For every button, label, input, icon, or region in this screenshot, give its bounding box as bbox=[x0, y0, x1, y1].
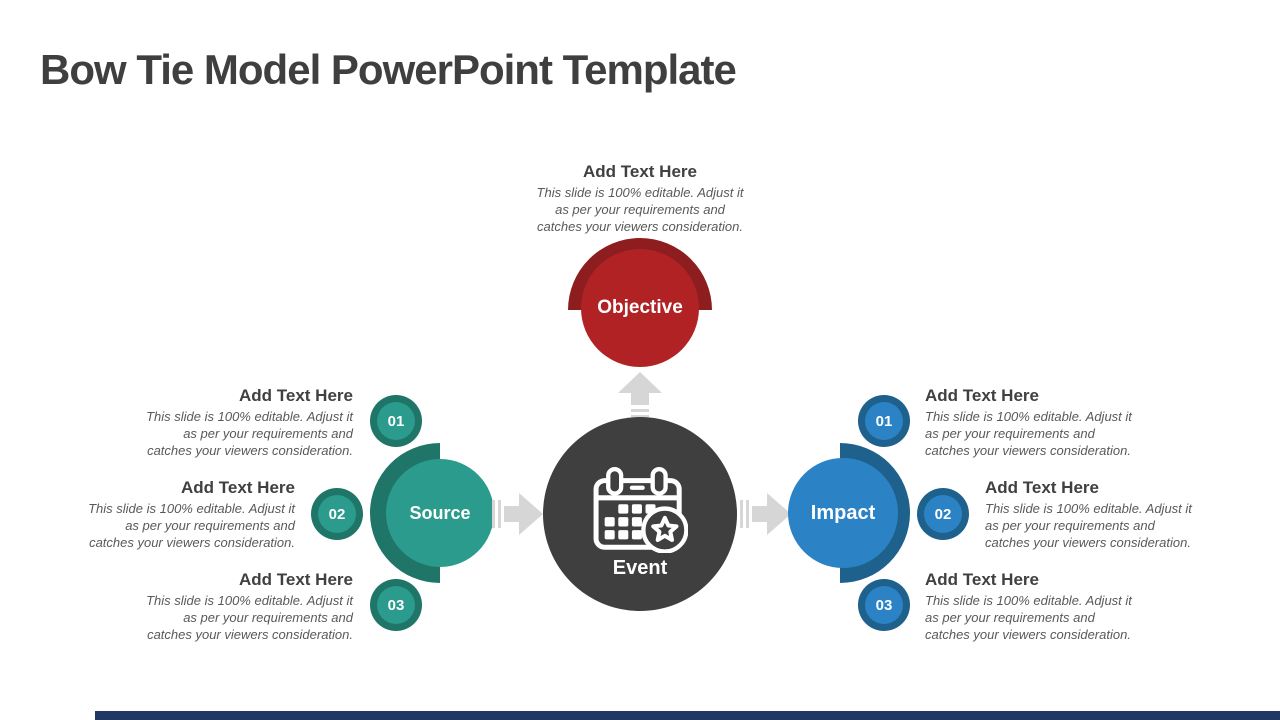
placeholder-heading: Add Text Here bbox=[583, 162, 697, 181]
placeholder-line: This slide is 100% editable. Adjust it bbox=[536, 185, 744, 200]
text-block-right-2[interactable]: Add Text Here This slide is 100% editabl… bbox=[985, 478, 1225, 551]
badge-right-03[interactable]: 03 bbox=[858, 579, 910, 631]
placeholder-line: catches your viewers consideration. bbox=[89, 535, 295, 550]
placeholder-line: catches your viewers consideration. bbox=[925, 627, 1131, 642]
placeholder-line: catches your viewers consideration. bbox=[985, 535, 1191, 550]
arrow-right-icon bbox=[740, 493, 791, 535]
placeholder-line: as per your requirements and bbox=[985, 518, 1155, 533]
badge-number: 02 bbox=[318, 495, 356, 533]
placeholder-heading: Add Text Here bbox=[925, 386, 1039, 405]
badge-number: 03 bbox=[865, 586, 903, 624]
objective-node[interactable]: Objective bbox=[581, 249, 699, 367]
placeholder-line: as per your requirements and bbox=[925, 610, 1095, 625]
badge-number: 01 bbox=[865, 402, 903, 440]
placeholder-line: catches your viewers consideration. bbox=[147, 443, 353, 458]
arrow-up-icon bbox=[618, 372, 662, 418]
placeholder-line: as per your requirements and bbox=[555, 202, 725, 217]
placeholder-line: catches your viewers consideration. bbox=[925, 443, 1131, 458]
event-label: Event bbox=[612, 556, 668, 579]
badge-number: 01 bbox=[377, 402, 415, 440]
impact-node[interactable]: Impact bbox=[788, 458, 898, 568]
event-node[interactable]: Event bbox=[543, 417, 737, 611]
placeholder-line: catches your viewers consideration. bbox=[537, 219, 743, 234]
placeholder-line: as per your requirements and bbox=[183, 426, 353, 441]
source-node[interactable]: Source bbox=[386, 459, 494, 567]
placeholder-line: This slide is 100% editable. Adjust it bbox=[925, 593, 1132, 608]
placeholder-line: as per your requirements and bbox=[925, 426, 1095, 441]
placeholder-line: catches your viewers consideration. bbox=[147, 627, 353, 642]
badge-right-01[interactable]: 01 bbox=[858, 395, 910, 447]
text-block-right-1[interactable]: Add Text Here This slide is 100% editabl… bbox=[925, 386, 1165, 459]
placeholder-line: This slide is 100% editable. Adjust it bbox=[925, 409, 1132, 424]
arrow-right-icon bbox=[492, 493, 543, 535]
text-block-left-1[interactable]: Add Text Here This slide is 100% editabl… bbox=[113, 386, 353, 459]
badge-number: 03 bbox=[377, 586, 415, 624]
badge-left-01[interactable]: 01 bbox=[370, 395, 422, 447]
placeholder-heading: Add Text Here bbox=[181, 478, 295, 497]
source-label: Source bbox=[409, 502, 471, 523]
text-block-top[interactable]: Add Text Here This slide is 100% editabl… bbox=[490, 162, 790, 235]
placeholder-heading: Add Text Here bbox=[239, 570, 353, 589]
badge-right-02[interactable]: 02 bbox=[917, 488, 969, 540]
slide-title[interactable]: Bow Tie Model PowerPoint Template bbox=[40, 46, 737, 93]
placeholder-line: as per your requirements and bbox=[125, 518, 295, 533]
placeholder-line: This slide is 100% editable. Adjust it bbox=[88, 501, 295, 516]
text-block-right-3[interactable]: Add Text Here This slide is 100% editabl… bbox=[925, 570, 1165, 643]
placeholder-heading: Add Text Here bbox=[925, 570, 1039, 589]
placeholder-line: This slide is 100% editable. Adjust it bbox=[146, 409, 353, 424]
placeholder-heading: Add Text Here bbox=[985, 478, 1099, 497]
text-block-left-2[interactable]: Add Text Here This slide is 100% editabl… bbox=[55, 478, 295, 551]
badge-left-03[interactable]: 03 bbox=[370, 579, 422, 631]
objective-label: Objective bbox=[597, 297, 683, 318]
badge-number: 02 bbox=[924, 495, 962, 533]
impact-label: Impact bbox=[810, 501, 876, 524]
placeholder-heading: Add Text Here bbox=[239, 386, 353, 405]
text-block-left-3[interactable]: Add Text Here This slide is 100% editabl… bbox=[113, 570, 353, 643]
placeholder-line: This slide is 100% editable. Adjust it bbox=[146, 593, 353, 608]
placeholder-line: This slide is 100% editable. Adjust it bbox=[985, 501, 1192, 516]
placeholder-line: as per your requirements and bbox=[183, 610, 353, 625]
calendar-star-icon bbox=[593, 466, 688, 553]
badge-left-02[interactable]: 02 bbox=[311, 488, 363, 540]
footer-accent-bar bbox=[95, 711, 1280, 720]
